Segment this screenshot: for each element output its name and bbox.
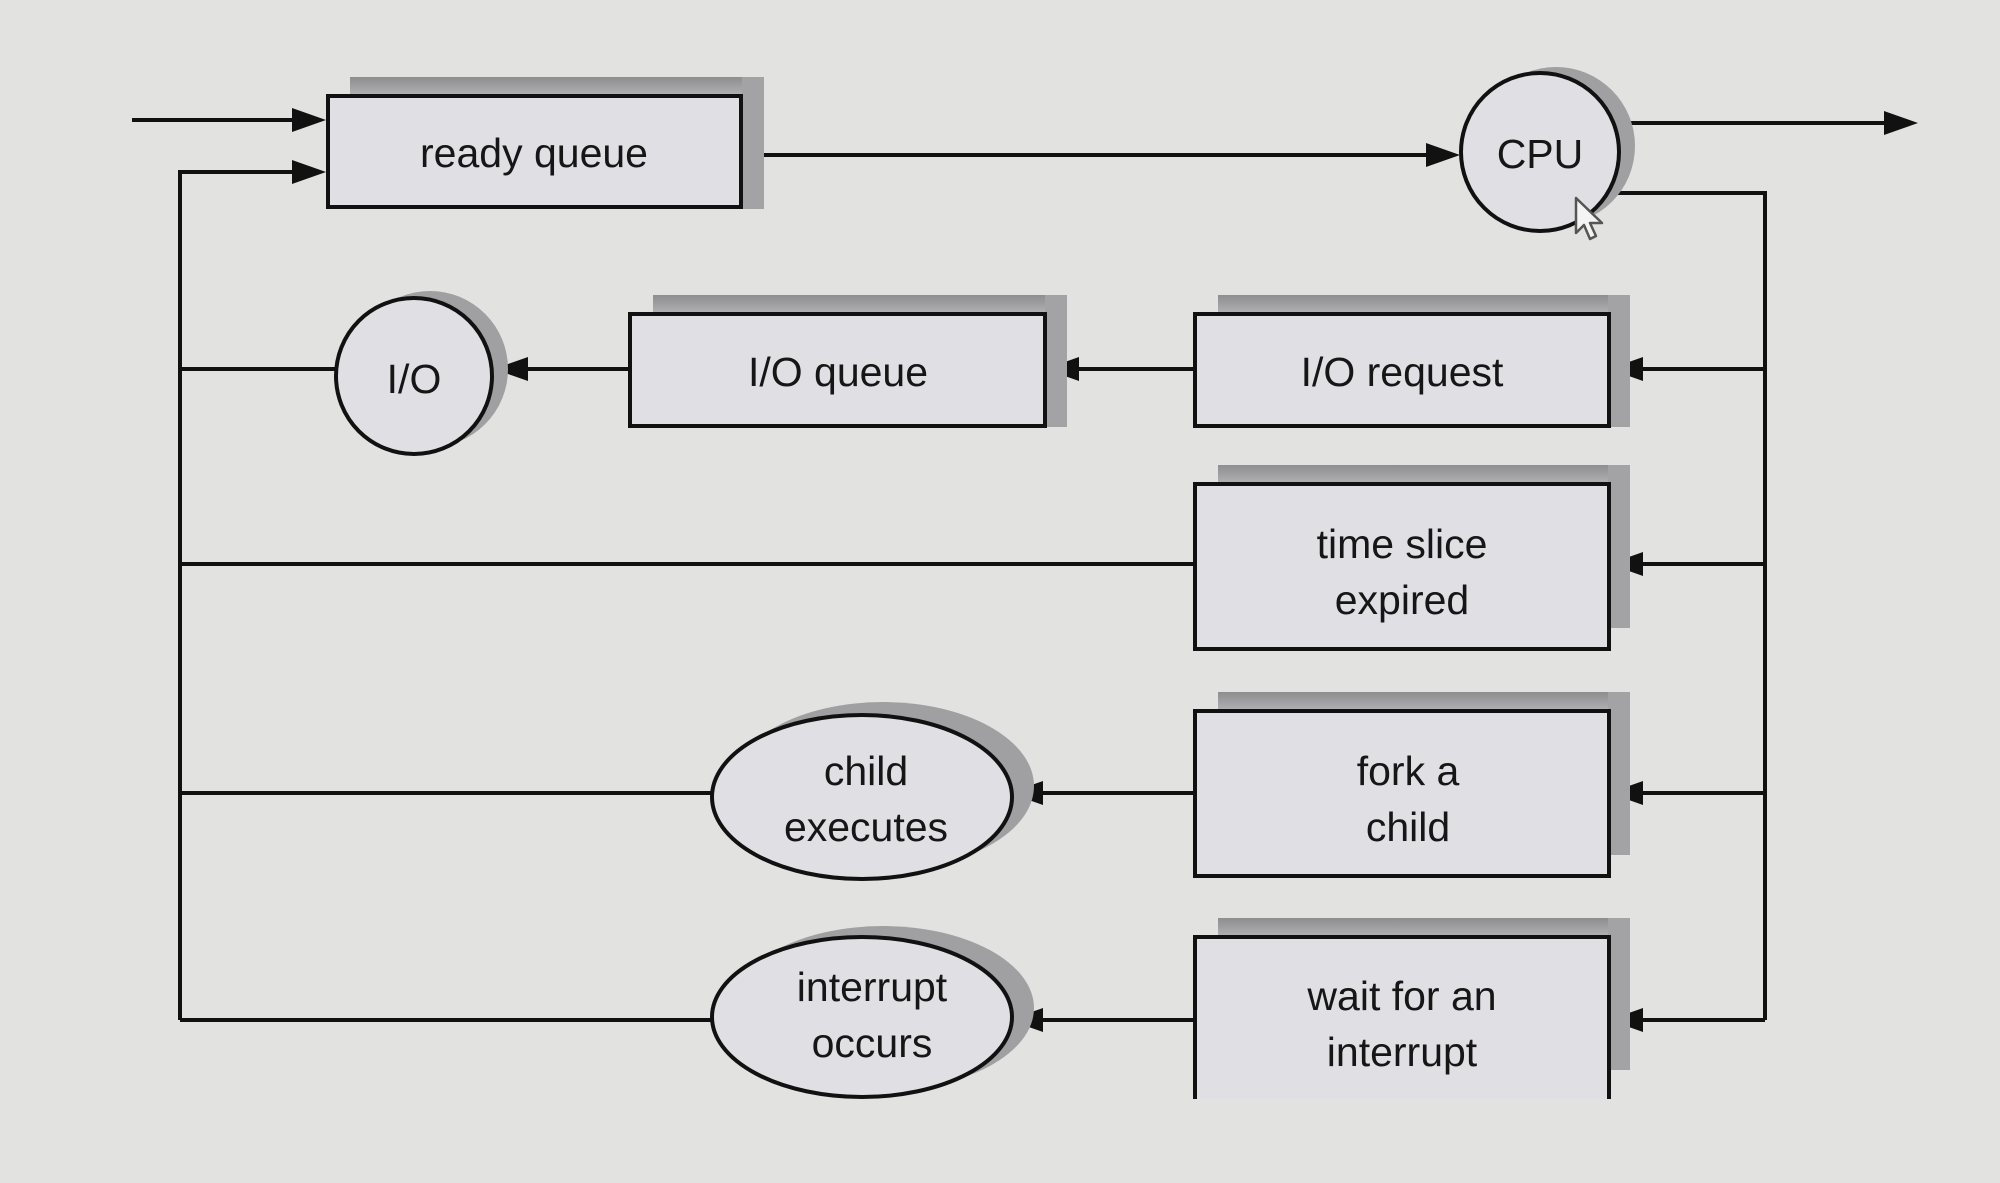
io-queue-label: I/O queue	[748, 349, 928, 395]
wait-interrupt-box: wait for an interrupt	[1193, 918, 1630, 1099]
ready-queue-label: ready queue	[420, 130, 648, 176]
cpu-label: CPU	[1497, 131, 1584, 177]
time-slice-box: time slice expired	[1193, 465, 1630, 651]
wait-interrupt-label-line1: wait for an	[1306, 973, 1496, 1019]
interrupt-occurs-label-line2: occurs	[812, 1020, 933, 1066]
time-slice-label-line2: expired	[1335, 577, 1469, 623]
ready-queue-box: ready queue	[326, 77, 764, 209]
fork-child-label-line1: fork a	[1357, 748, 1460, 794]
io-request-label: I/O request	[1301, 349, 1504, 395]
io-node: I/O	[334, 291, 508, 456]
wait-interrupt-label-line2: interrupt	[1327, 1029, 1478, 1075]
child-executes-node: child executes	[710, 702, 1034, 881]
interrupt-occurs-node: interrupt occurs	[710, 926, 1034, 1099]
arrowhead-incoming	[292, 108, 326, 132]
io-label: I/O	[387, 356, 442, 402]
arrowhead-cpu-exit	[1884, 111, 1918, 135]
connector-lines	[132, 118, 1885, 1022]
arrowheads	[292, 108, 1918, 1032]
child-executes-label-line2: executes	[784, 804, 948, 850]
arrowhead-to-cpu	[1426, 143, 1460, 167]
arrowhead-return	[292, 160, 326, 184]
cpu-trunk-line	[1610, 191, 1767, 1020]
mouse-pointer-icon	[1573, 195, 1607, 243]
io-queue-box: I/O queue	[628, 295, 1067, 428]
time-slice-label-line1: time slice	[1317, 521, 1488, 567]
interrupt-occurs-label-line1: interrupt	[797, 964, 948, 1010]
return-line	[178, 170, 300, 1020]
child-executes-label-line1: child	[824, 748, 908, 794]
bottom-margin	[0, 1099, 2000, 1183]
cpu-node: CPU	[1459, 67, 1635, 233]
arrowhead-io	[494, 357, 528, 381]
fork-child-box: fork a child	[1193, 692, 1630, 878]
fork-child-label-line2: child	[1366, 804, 1450, 850]
io-request-box: I/O request	[1193, 295, 1630, 428]
